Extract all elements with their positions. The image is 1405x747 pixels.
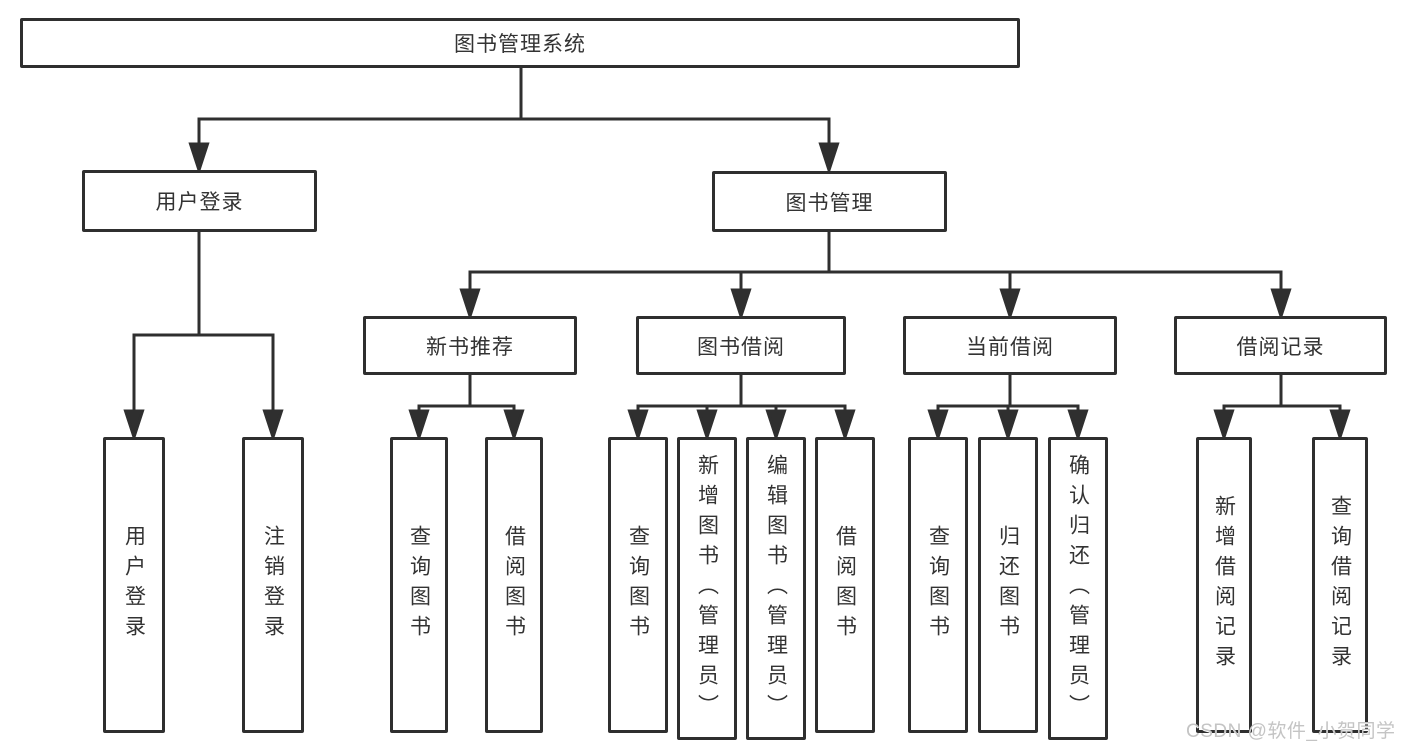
leaf-add-borrow-record: 新增借阅记录 <box>1196 437 1252 733</box>
connector-user-login-children <box>123 230 284 442</box>
leaf-user-login: 用户登录 <box>103 437 165 733</box>
connector-current-borrow-children <box>927 373 1089 442</box>
leaf-query-borrow-record: 查询借阅记录 <box>1312 437 1368 733</box>
leaf-query-books-current: 查询图书 <box>908 437 968 733</box>
leaf-confirm-return-admin: 确认归还（管理员） <box>1048 437 1108 740</box>
connector-book-borrow-children <box>627 373 856 442</box>
connector-root-to-level2 <box>188 66 840 175</box>
watermark: CSDN @软件_小贺同学 <box>1186 721 1396 742</box>
connector-new-book-children <box>408 373 525 442</box>
leaf-borrow-books-recommend: 借阅图书 <box>485 437 543 733</box>
leaf-borrow-books: 借阅图书 <box>815 437 875 733</box>
leaf-query-books-recommend: 查询图书 <box>390 437 448 733</box>
leaf-query-books-borrow: 查询图书 <box>608 437 668 733</box>
node-book-management: 图书管理 <box>712 171 947 232</box>
leaf-logout: 注销登录 <box>242 437 304 733</box>
node-borrow-records: 借阅记录 <box>1174 316 1387 375</box>
leaf-add-books-admin: 新增图书（管理员） <box>677 437 737 740</box>
leaf-return-books: 归还图书 <box>978 437 1038 733</box>
connector-book-management-children <box>459 230 1292 321</box>
node-root: 图书管理系统 <box>20 18 1020 68</box>
leaf-edit-books-admin: 编辑图书（管理员） <box>746 437 806 740</box>
node-new-book-recommend: 新书推荐 <box>363 316 577 375</box>
node-current-borrow: 当前借阅 <box>903 316 1117 375</box>
node-user-login: 用户登录 <box>82 170 317 232</box>
node-book-borrow: 图书借阅 <box>636 316 846 375</box>
connector-borrow-records-children <box>1213 373 1351 442</box>
